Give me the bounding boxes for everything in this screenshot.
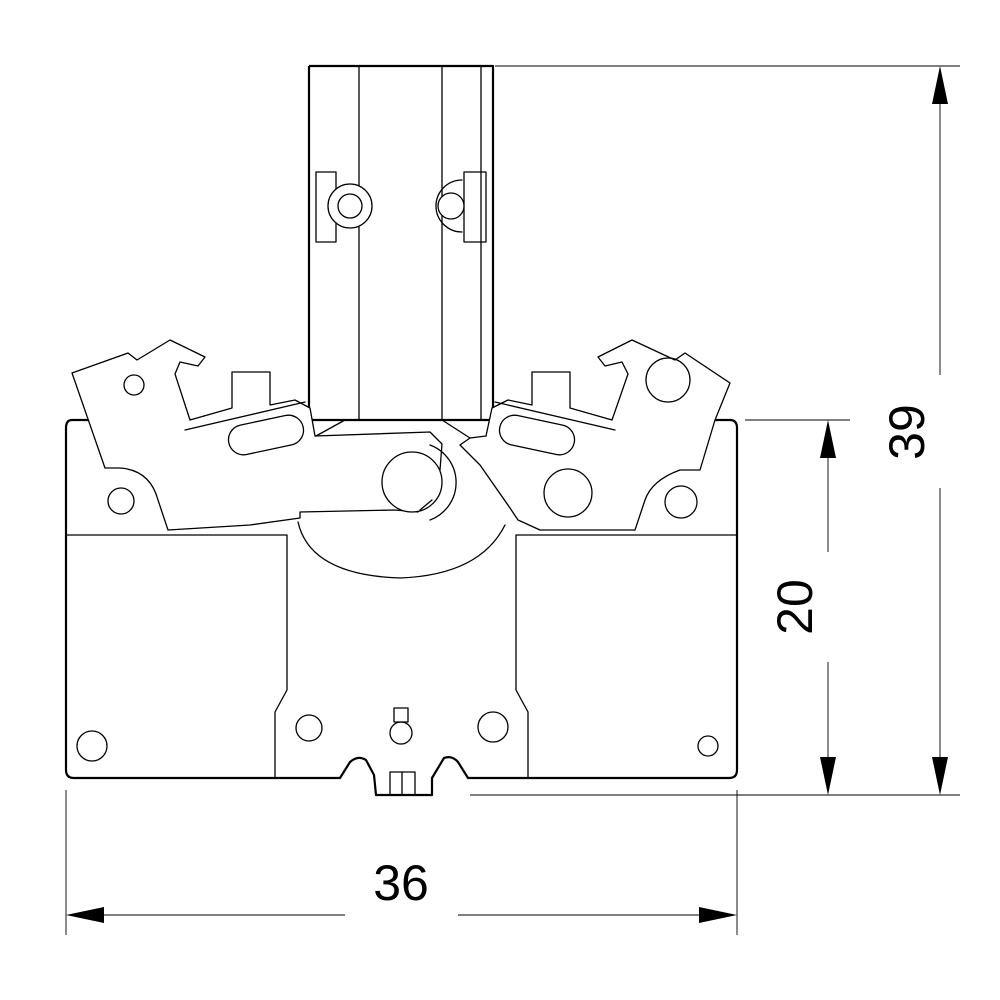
arrow-right-icon [699, 907, 737, 923]
arrow-up-icon [932, 66, 948, 104]
dimension-height: 39 [470, 65, 960, 796]
actuator-stem [307, 64, 495, 421]
body-height-label: 20 [767, 579, 823, 635]
latch-arm-right [459, 339, 731, 531]
height-label: 39 [879, 404, 935, 460]
arrow-up-small-icon [820, 420, 836, 458]
central-cam [297, 419, 506, 579]
dimension-width: 36 [65, 790, 738, 935]
latch-arm-left [71, 339, 443, 531]
dimension-body-height: 20 [745, 419, 850, 795]
arrow-down-icon [932, 757, 948, 795]
arrow-down-small-icon [820, 757, 836, 795]
arrow-left-icon [66, 907, 104, 923]
width-label: 36 [373, 855, 429, 911]
